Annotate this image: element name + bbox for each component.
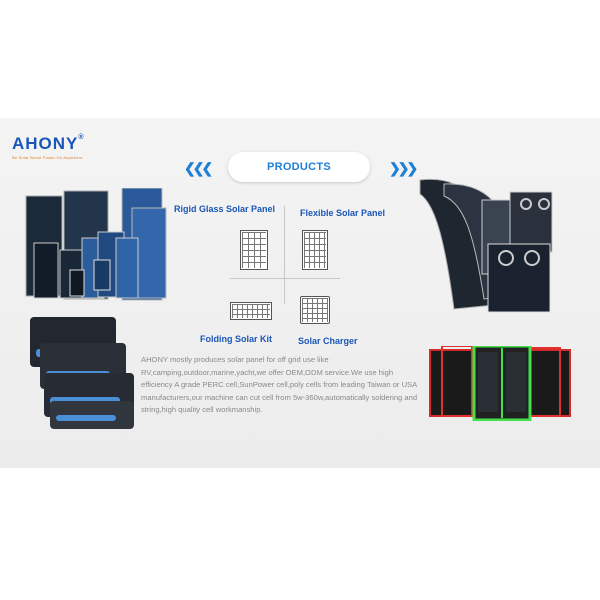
category-flexible[interactable]: Flexible Solar Panel <box>300 208 386 218</box>
products-heading: PRODUCTS <box>228 152 370 182</box>
solar-charger-icon[interactable] <box>300 296 330 324</box>
rigid-panels-image <box>25 188 167 301</box>
flexible-panels-image <box>419 178 553 313</box>
registered-mark: ® <box>78 134 85 141</box>
brand-logo: AHONY® Be Solar Boost Power Go Anywhere <box>12 134 85 160</box>
solar-chargers-image <box>429 346 571 421</box>
category-rigid-glass[interactable]: Rigid Glass Solar Panel <box>174 204 276 214</box>
brand-tagline: Be Solar Boost Power Go Anywhere <box>12 155 83 160</box>
right-chevrons-icon: ❯❯❯ <box>389 160 418 176</box>
company-description: AHONY mostly produces solar panel for of… <box>141 355 418 414</box>
category-charger[interactable]: Solar Charger <box>298 336 358 346</box>
products-slide: AHONY® Be Solar Boost Power Go Anywhere … <box>0 118 600 468</box>
rigid-panel-front <box>33 231 139 299</box>
left-chevrons-icon: ❮❮❮ <box>184 160 213 176</box>
folding-kit-icon[interactable] <box>230 302 272 320</box>
rigid-panel-icon[interactable] <box>240 230 268 270</box>
folding-kits-image <box>30 317 134 429</box>
brand-name: AHONY <box>12 134 79 153</box>
axis-horizontal <box>230 278 340 279</box>
axis-vertical <box>284 206 285 304</box>
flexible-panel-icon[interactable] <box>302 230 328 270</box>
category-folding[interactable]: Folding Solar Kit <box>200 334 272 344</box>
